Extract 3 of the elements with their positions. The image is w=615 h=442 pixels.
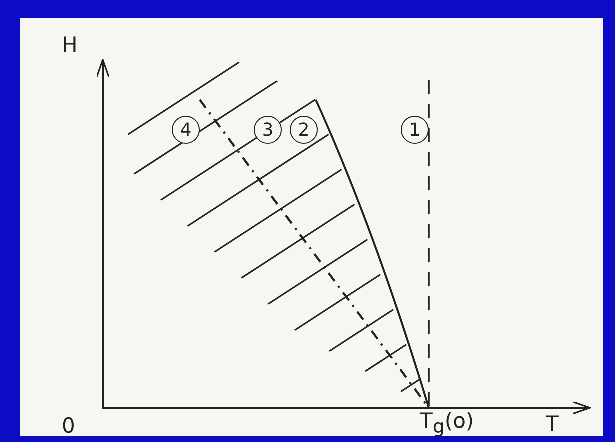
axis-label: T — [546, 414, 559, 435]
origin-label: 0 — [62, 416, 76, 437]
axis-label: H — [62, 35, 78, 56]
